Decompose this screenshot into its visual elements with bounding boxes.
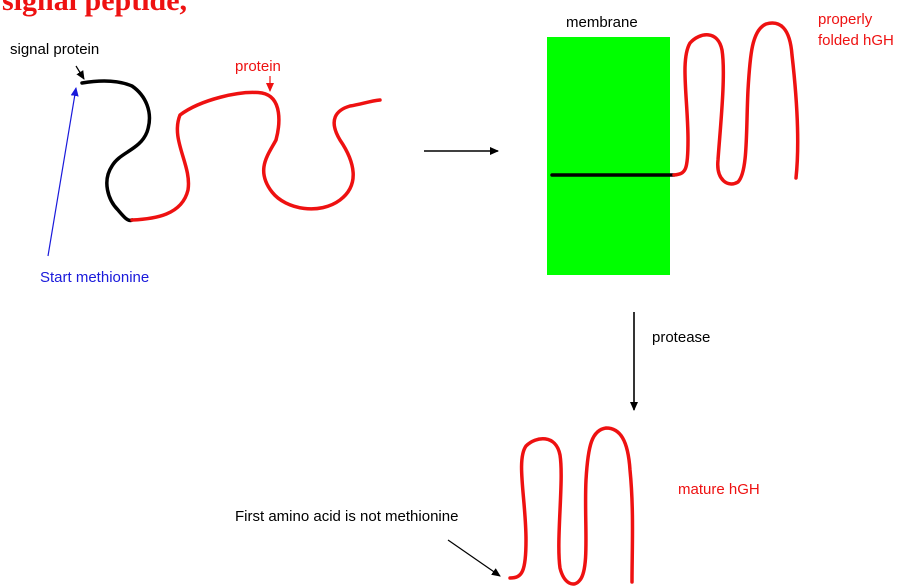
mature-hgh-strand	[510, 428, 633, 584]
first-amino-acid-label: First amino acid is not methionine	[235, 508, 458, 525]
signal-peptide-strand	[82, 81, 149, 220]
signal-protein-arrow	[76, 66, 84, 79]
properly-folded-label-line1: properly	[818, 11, 873, 28]
start-methionine-label: Start methionine	[40, 269, 149, 286]
start-methionine-arrow	[48, 88, 76, 256]
mature-hgh-label: mature hGH	[678, 481, 760, 498]
protease-label: protease	[652, 329, 710, 346]
title-text: signal peptide,	[2, 0, 187, 17]
signal-protein-label: signal protein	[10, 41, 99, 58]
protein-label: protein	[235, 58, 281, 75]
membrane	[547, 37, 670, 275]
properly-folded-hgh-strand	[674, 23, 798, 184]
properly-folded-label-line2: folded hGH	[818, 32, 894, 49]
first-amino-acid-arrow	[448, 540, 500, 576]
protein-strand	[132, 92, 380, 220]
membrane-label: membrane	[566, 14, 638, 31]
